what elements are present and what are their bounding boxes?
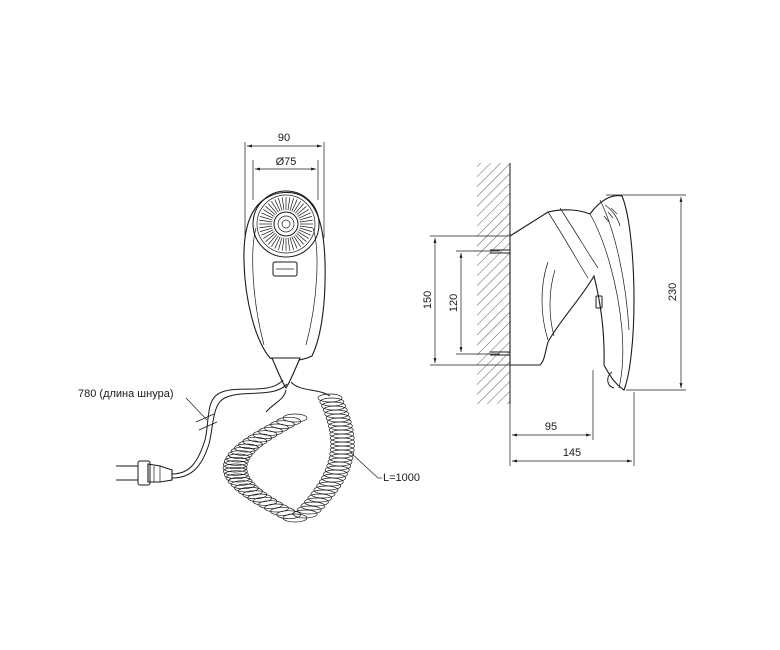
dimension-width-90: 90: [244, 132, 325, 238]
dryer-side-housing: [509, 195, 635, 391]
dimension-width-label: 90: [278, 132, 290, 144]
euro-plug: [116, 460, 173, 486]
dimension-plate-label: 150: [422, 291, 434, 309]
dimension-depth-145: 145: [512, 392, 635, 466]
side-switch: [595, 295, 603, 309]
nozzle-grille: [252, 190, 320, 258]
side-view: 150 120 230 95 145: [422, 163, 686, 466]
dimension-nozzle-label: Ø75: [276, 156, 297, 168]
power-switch: [272, 261, 298, 277]
front-view: 90 Ø75: [78, 132, 420, 523]
coiled-cord: [222, 381, 355, 523]
dimension-nozzle-75: Ø75: [252, 156, 319, 200]
wall-screws: [490, 249, 510, 356]
dimension-depth-short-label: 95: [545, 421, 557, 433]
dimension-holes-label: 120: [448, 294, 460, 312]
dimension-height-label: 230: [667, 283, 679, 301]
dryer-front-housing: [243, 191, 326, 362]
dimension-holes-120: 120: [448, 250, 500, 355]
wall-hatch: [477, 163, 510, 404]
dimension-depth-95: 95: [509, 370, 594, 466]
dimension-depth-total-label: 145: [563, 447, 581, 459]
cord-length-label: 780 (длина шнура): [78, 388, 173, 400]
dimension-plate-150: 150: [422, 235, 510, 366]
coil-length-label: L=1000: [383, 472, 420, 484]
power-cord: [171, 379, 284, 475]
dimension-height-230: 230: [606, 194, 686, 391]
